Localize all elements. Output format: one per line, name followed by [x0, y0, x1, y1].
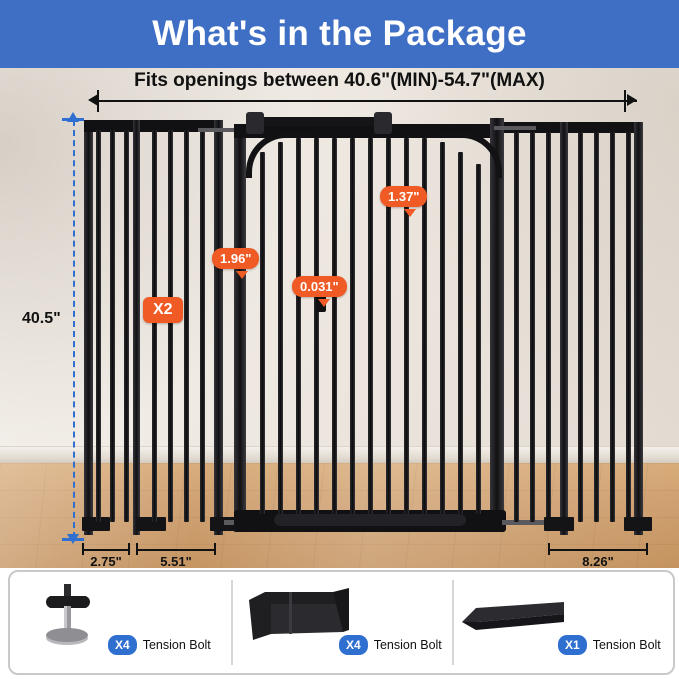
part-qty-badge: X4 — [339, 635, 368, 655]
gate-bar — [168, 130, 173, 522]
gate-bar — [260, 152, 265, 514]
height-cap-top — [62, 118, 84, 121]
gate-frame-right-post — [490, 118, 504, 532]
gate-bar — [368, 138, 373, 514]
header-banner: What's in the Package — [0, 0, 679, 68]
tension-bolt-top-left — [198, 128, 236, 132]
callout-bar-spacing-top: 1.96" — [212, 248, 260, 269]
height-cap-bottom — [62, 538, 84, 541]
gate-bar — [184, 130, 189, 522]
part-item-flat-bar: X1 Tension Bolt — [452, 572, 673, 673]
width-arrow-right-icon — [627, 94, 637, 106]
gate-bar — [594, 132, 599, 522]
base-dim-tick-2b — [214, 543, 216, 555]
part-label: Tension Bolt — [373, 638, 442, 652]
parts-list: X4 Tension Bolt X4 Tension Bolt — [8, 570, 675, 675]
base-dim-tick-2a — [136, 543, 138, 555]
gate-bar — [350, 138, 355, 514]
base-dim-tick-1b — [128, 543, 130, 555]
flat-bar-icon — [460, 600, 568, 641]
base-dim-line-3 — [548, 549, 648, 551]
base-dimension-3: 8.26" — [582, 554, 614, 569]
gate-bar — [152, 130, 157, 522]
right-ext-top-rail-1 — [504, 122, 568, 133]
part-item-u-channel: X4 Tension Bolt — [231, 572, 452, 673]
part-item-tension-bolt: X4 Tension Bolt — [10, 572, 231, 673]
u-channel-icon — [245, 588, 353, 649]
gate-right-post — [634, 122, 643, 535]
callout-bar-spacing-top-tail-icon — [236, 271, 248, 279]
product-photo — [0, 68, 679, 568]
callout-wire-diameter: 0.031" — [292, 276, 347, 297]
gate-bar — [332, 138, 337, 514]
callout-mesh-gap: 1.37" — [380, 186, 428, 207]
left-ext-top-rail-1 — [84, 120, 136, 132]
left-ext-foot-2 — [136, 517, 166, 531]
part-qty-badge: X4 — [108, 635, 137, 655]
base-dim-tick-3b — [646, 543, 648, 555]
right-ext-foot-2 — [624, 517, 652, 531]
base-dim-line-1 — [82, 549, 130, 551]
gate-bar — [514, 132, 519, 522]
right-ext-top-rail-2 — [568, 122, 640, 133]
gate-bar — [440, 142, 445, 514]
gate-bar — [386, 138, 391, 514]
height-label: 40.5" — [22, 310, 61, 327]
gate-bar — [124, 130, 129, 522]
base-dimension-2: 5.51" — [160, 554, 192, 569]
gate-left-post — [84, 120, 93, 535]
latch-housing-left — [246, 112, 264, 134]
gate-frame-left-post — [234, 124, 246, 532]
gate-bar — [546, 132, 551, 522]
safety-gate — [78, 112, 652, 537]
gate-bar — [458, 152, 463, 514]
left-ext-post-2 — [214, 120, 223, 535]
callout-mesh-gap-tail-icon — [404, 209, 416, 217]
fits-openings-label: Fits openings between 40.6"(MIN)-54.7"(M… — [134, 70, 545, 91]
height-dimension-line — [73, 120, 75, 538]
gate-bar — [610, 132, 615, 522]
gate-bar — [314, 138, 319, 514]
part-label: Tension Bolt — [592, 638, 661, 652]
height-arrow-up-icon — [67, 112, 79, 122]
gate-bar — [404, 138, 409, 514]
gate-bar — [278, 142, 283, 514]
page-title: What's in the Package — [152, 14, 527, 53]
base-dim-line-2 — [136, 549, 216, 551]
width-tick-right — [624, 90, 626, 112]
gate-bar — [530, 132, 535, 522]
base-dimension-1: 2.75" — [90, 554, 122, 569]
gate-handle — [252, 117, 382, 126]
tension-bolt-top-right — [494, 126, 536, 130]
right-ext-post-1 — [560, 122, 568, 535]
base-dim-tick-3a — [548, 543, 550, 555]
callout-wire-diameter-tail-icon — [318, 299, 330, 307]
part-label: Tension Bolt — [142, 638, 211, 652]
gate-bar — [296, 138, 301, 514]
left-ext-foot-1 — [82, 517, 110, 531]
parts-divider-1 — [230, 580, 233, 665]
part-qty-badge: X1 — [558, 635, 587, 655]
base-dim-tick-1a — [82, 543, 84, 555]
gate-threshold-bar — [274, 514, 466, 526]
gate-bar — [200, 130, 205, 522]
parts-divider-2 — [451, 580, 454, 665]
tension-bolt-bottom-right — [502, 520, 548, 525]
gate-bar — [110, 130, 115, 522]
left-ext-post-1 — [133, 120, 140, 535]
tension-bolt-icon — [36, 582, 114, 653]
width-tick-left — [97, 90, 99, 112]
gate-bar — [476, 164, 481, 514]
latch-housing-right — [374, 112, 392, 134]
width-arrow-left-icon — [88, 94, 98, 106]
gate-bar — [578, 132, 583, 522]
width-dimension-line — [92, 100, 637, 102]
gate-bar — [96, 130, 101, 522]
right-ext-foot-1 — [544, 517, 574, 531]
gate-bar — [422, 138, 427, 514]
gate-corner-curve-left — [246, 132, 312, 178]
callout-panel-count: X2 — [143, 297, 183, 323]
gate-bar — [626, 132, 631, 522]
